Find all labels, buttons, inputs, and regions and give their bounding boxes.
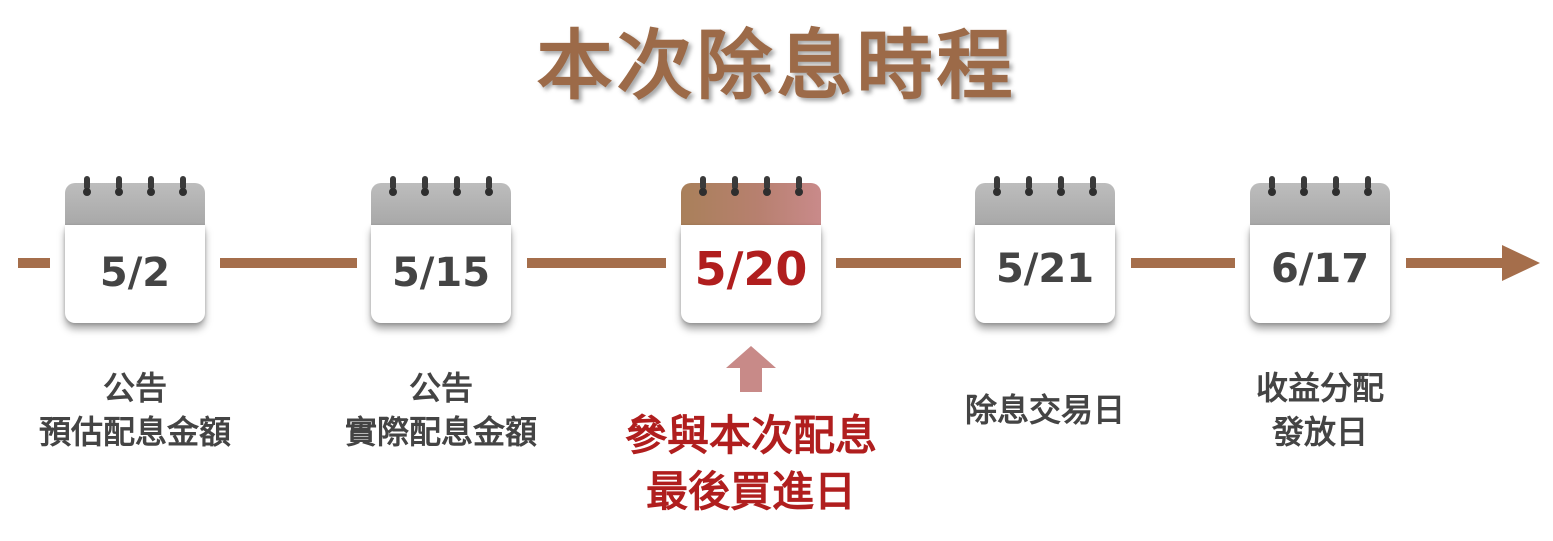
event-description: 參與本次配息 最後買進日 (571, 408, 931, 520)
event-description-line: 公告 (408, 369, 473, 407)
event-description-line: 最後買進日 (645, 467, 856, 516)
event-description: 公告 預估配息金額 (15, 366, 255, 454)
event-description-line: 實際配息金額 (344, 413, 537, 451)
event-date: 5/2 (99, 250, 171, 296)
timeline-segment (18, 258, 50, 268)
event-description: 收益分配 發放日 (1200, 366, 1440, 454)
page-title: 本次除息時程 (536, 21, 1017, 110)
timeline-segment (527, 258, 666, 268)
event-description: 公告 實際配息金額 (321, 366, 561, 454)
event-description-line: 收益分配 (1255, 369, 1384, 407)
event-date: 5/20 (694, 242, 808, 296)
timeline-segment (1131, 258, 1235, 268)
calendar-icon: 5/21 (975, 176, 1115, 323)
timeline-segment (1406, 258, 1506, 268)
timeline-arrowhead-icon (1502, 245, 1540, 281)
event-description-line: 預估配息金額 (38, 413, 231, 451)
calendar-body (371, 225, 511, 323)
calendar-body (975, 225, 1115, 323)
calendar-body (65, 225, 205, 323)
timeline-segment (220, 258, 357, 268)
event-description-line: 除息交易日 (964, 391, 1125, 429)
event-date: 5/15 (391, 250, 491, 296)
event-date: 5/21 (995, 246, 1095, 292)
event-description-line: 發放日 (1271, 413, 1368, 451)
event-description: 除息交易日 (925, 388, 1165, 432)
calendar-body (681, 225, 821, 323)
calendar-icon: 5/2 (65, 176, 205, 323)
up-arrow-icon (726, 346, 776, 392)
event-description-line: 公告 (102, 369, 167, 407)
event-date: 6/17 (1270, 246, 1370, 292)
calendar-body (1250, 225, 1390, 323)
calendar-icon: 5/20 (681, 176, 821, 323)
calendar-icon: 5/15 (371, 176, 511, 323)
calendar-icon: 6/17 (1250, 176, 1390, 323)
event-description-line: 參與本次配息 (624, 411, 877, 460)
timeline-segment (836, 258, 961, 268)
